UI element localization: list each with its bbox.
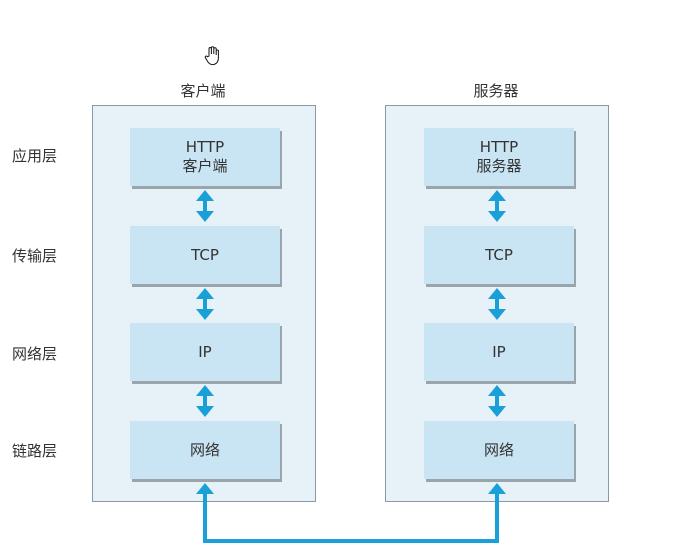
network-link-path xyxy=(196,483,506,543)
client-tcp-box: TCP xyxy=(130,226,280,284)
client-arrow-2 xyxy=(196,288,214,320)
server-http-line1: HTTP xyxy=(479,138,519,156)
server-arrow-3 xyxy=(488,385,506,417)
client-http-line1: HTTP xyxy=(185,138,225,156)
layer-label-link: 链路层 xyxy=(12,442,58,460)
hand-cursor-icon xyxy=(204,46,219,66)
client-network-box: 网络 xyxy=(130,421,280,479)
arrow-layer xyxy=(196,190,506,543)
server-tcp-box: TCP xyxy=(424,226,574,284)
layer-label-network: 网络层 xyxy=(12,345,58,363)
client-ip-box: IP xyxy=(130,323,280,381)
server-arrow-1 xyxy=(488,190,506,222)
client-http-box: HTTP 客户端 xyxy=(130,128,280,186)
server-network-label: 网络 xyxy=(483,440,514,459)
server-http-line2: 服务器 xyxy=(476,157,522,175)
client-http-line2: 客户端 xyxy=(182,157,228,175)
server-http-box: HTTP 服务器 xyxy=(424,128,574,186)
server-tcp-label: TCP xyxy=(485,245,513,264)
layer-label-transport: 传输层 xyxy=(12,247,58,265)
server-network-box: 网络 xyxy=(424,421,574,479)
server-column-title: 服务器 xyxy=(473,82,519,100)
layer-label-application: 应用层 xyxy=(12,147,58,165)
client-network-label: 网络 xyxy=(189,440,220,459)
server-ip-label: IP xyxy=(492,342,506,361)
client-tcp-label: TCP xyxy=(191,245,219,264)
client-ip-label: IP xyxy=(198,342,212,361)
client-arrow-3 xyxy=(196,385,214,417)
client-column-title: 客户端 xyxy=(180,82,226,100)
client-arrow-1 xyxy=(196,190,214,222)
server-arrow-2 xyxy=(488,288,506,320)
server-ip-box: IP xyxy=(424,323,574,381)
